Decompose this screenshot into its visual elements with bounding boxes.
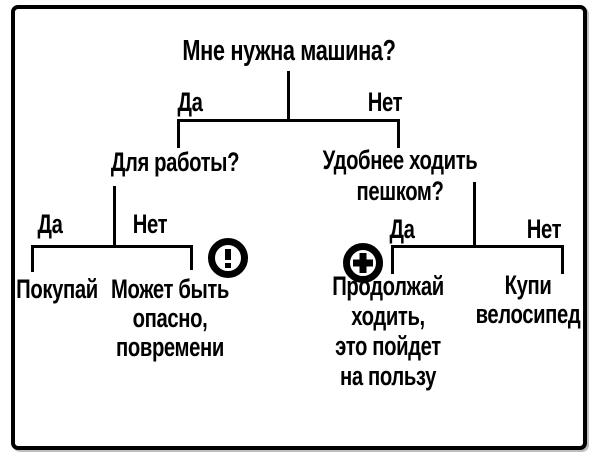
exclamation-glyph xyxy=(215,245,241,271)
connector-walk-no-stub xyxy=(561,245,564,274)
connector-root-stem xyxy=(287,71,290,121)
connector-root-bar xyxy=(177,119,400,122)
plus-glyph-vertical xyxy=(359,253,367,273)
walk-no-outcome-line: велосипед xyxy=(475,299,581,329)
warning-exclamation-circle-icon xyxy=(208,238,248,278)
root-no-label: Нет xyxy=(367,87,403,117)
connector-work-stem xyxy=(113,186,116,248)
connector-root-no-stub xyxy=(397,119,400,148)
plus-circle-icon xyxy=(343,243,383,283)
root-question: Мне нужна машина? xyxy=(182,35,396,67)
walk-question-line: Удобнее ходить xyxy=(322,145,478,175)
connector-work-bar xyxy=(31,245,193,248)
connector-root-yes-stub xyxy=(177,119,180,148)
walk-no-label: Нет xyxy=(526,214,562,244)
walk-yes-outcome: Продолжай ходить, это пойдет на пользу xyxy=(332,271,444,391)
work-no-label: Нет xyxy=(132,209,168,239)
work-yes-label: Да xyxy=(37,209,63,239)
walk-yes-outcome-line: это пойдет xyxy=(335,331,441,361)
walk-yes-outcome-line: ходить, xyxy=(351,301,425,331)
walk-yes-label: Да xyxy=(389,214,415,244)
walk-question-line: пешком? xyxy=(356,176,444,206)
root-yes-label: Да xyxy=(177,87,203,117)
work-no-outcome: Может быть опасно, повремени xyxy=(111,275,229,362)
connector-work-no-stub xyxy=(190,245,193,270)
walk-yes-outcome-line: на пользу xyxy=(340,361,436,391)
work-no-outcome-line: повремени xyxy=(116,332,224,362)
connector-work-yes-stub xyxy=(31,245,34,272)
work-question: Для работы? xyxy=(110,147,240,177)
work-no-outcome-line: опасно, xyxy=(132,303,208,333)
work-yes-outcome: Покупай xyxy=(16,274,98,304)
walk-no-outcome: Купи велосипед xyxy=(476,271,581,329)
diagram-border-frame xyxy=(11,5,587,450)
connector-walk-bar xyxy=(391,245,564,248)
walk-no-outcome-line: Купи xyxy=(504,270,552,300)
connector-walk-yes-stub xyxy=(391,245,394,274)
work-no-outcome-line: Может быть xyxy=(110,274,230,304)
walk-question: Удобнее ходить пешком? xyxy=(323,145,478,207)
connector-walk-stem xyxy=(473,182,476,248)
